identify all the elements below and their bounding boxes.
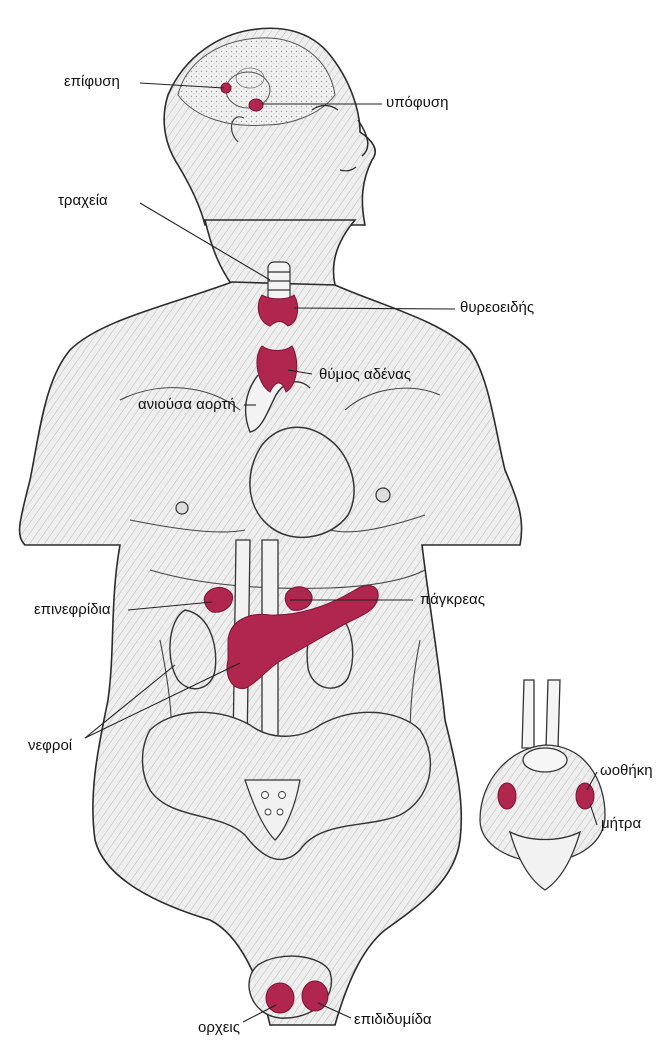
right-ovary bbox=[576, 783, 594, 809]
label-pineal: επίφυση bbox=[64, 74, 120, 89]
label-trachea: τραχεία bbox=[58, 193, 108, 208]
label-thyroid: θυρεοειδής bbox=[460, 300, 534, 315]
right-nipple bbox=[376, 488, 390, 502]
pituitary-gland bbox=[249, 99, 263, 111]
label-pancreas: πάγκρεας bbox=[420, 592, 485, 607]
label-adrenals: επινεφρίδια bbox=[34, 602, 111, 617]
left-ovary bbox=[498, 783, 516, 809]
right-testis bbox=[302, 981, 328, 1011]
label-ovary: ωοθήκη bbox=[600, 763, 653, 778]
label-aorta: ανιούσα αορτή bbox=[138, 397, 236, 412]
label-testes: ορχεις bbox=[198, 1020, 240, 1035]
label-epididymis: επιδιδυμίδα bbox=[354, 1012, 432, 1027]
trachea-tube bbox=[268, 262, 290, 302]
label-kidneys: νεφροί bbox=[28, 738, 72, 753]
label-pituitary: υπόφυση bbox=[386, 95, 448, 110]
label-thymus: θύμος αδένας bbox=[319, 367, 411, 382]
label-uterus: μήτρα bbox=[601, 816, 641, 831]
left-nipple bbox=[176, 502, 188, 514]
thyroid-gland bbox=[258, 295, 297, 326]
